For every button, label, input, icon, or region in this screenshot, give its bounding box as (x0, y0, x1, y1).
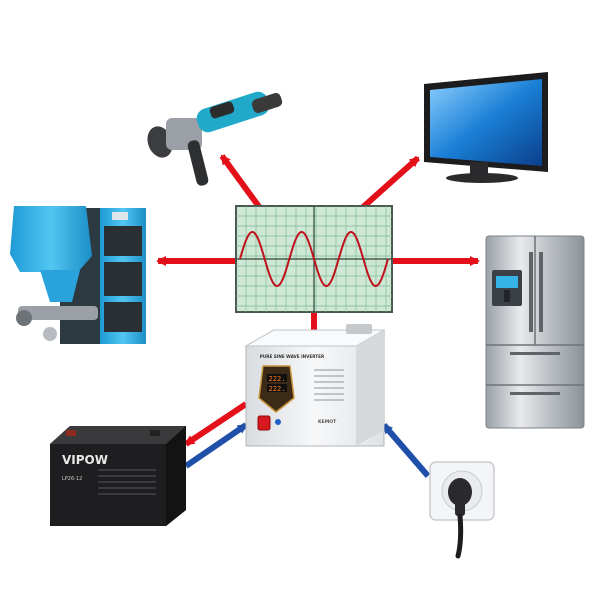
inverter-display-bottom: 222. (269, 385, 286, 393)
battery-brand: VIPOW (62, 453, 108, 467)
inverter-display-top: 222. (269, 375, 286, 383)
inverter: PURE SINE WAVE INVERTER 222. 222. KEMOT (244, 324, 386, 447)
arrow-to-grinder (219, 154, 263, 210)
wall-socket-icon (429, 461, 495, 559)
sine-wave-scope (235, 205, 393, 313)
pellet-boiler-icon (10, 206, 146, 344)
arrow-battery-to-inverter (184, 422, 248, 469)
inverter-title: PURE SINE WAVE INVERTER (260, 354, 325, 359)
inverter-power-switch[interactable] (257, 415, 271, 431)
arrow-to-battery-charge (184, 401, 248, 447)
arrow-to-tv (360, 155, 420, 211)
inverter-indicator-led (275, 419, 281, 425)
output-arrows (156, 154, 480, 447)
arrow-socket-to-inverter (381, 423, 431, 478)
sine-wave (239, 230, 389, 288)
battery-icon: VIPOW LP26-12 (50, 426, 186, 526)
inverter-brand: KEMOT (318, 419, 337, 425)
inverter-vents (314, 369, 344, 401)
battery-model: LP26-12 (62, 476, 82, 482)
refrigerator-icon (485, 235, 585, 429)
television-icon (424, 72, 548, 183)
angle-grinder-icon (147, 91, 283, 186)
input-arrows (184, 422, 431, 478)
